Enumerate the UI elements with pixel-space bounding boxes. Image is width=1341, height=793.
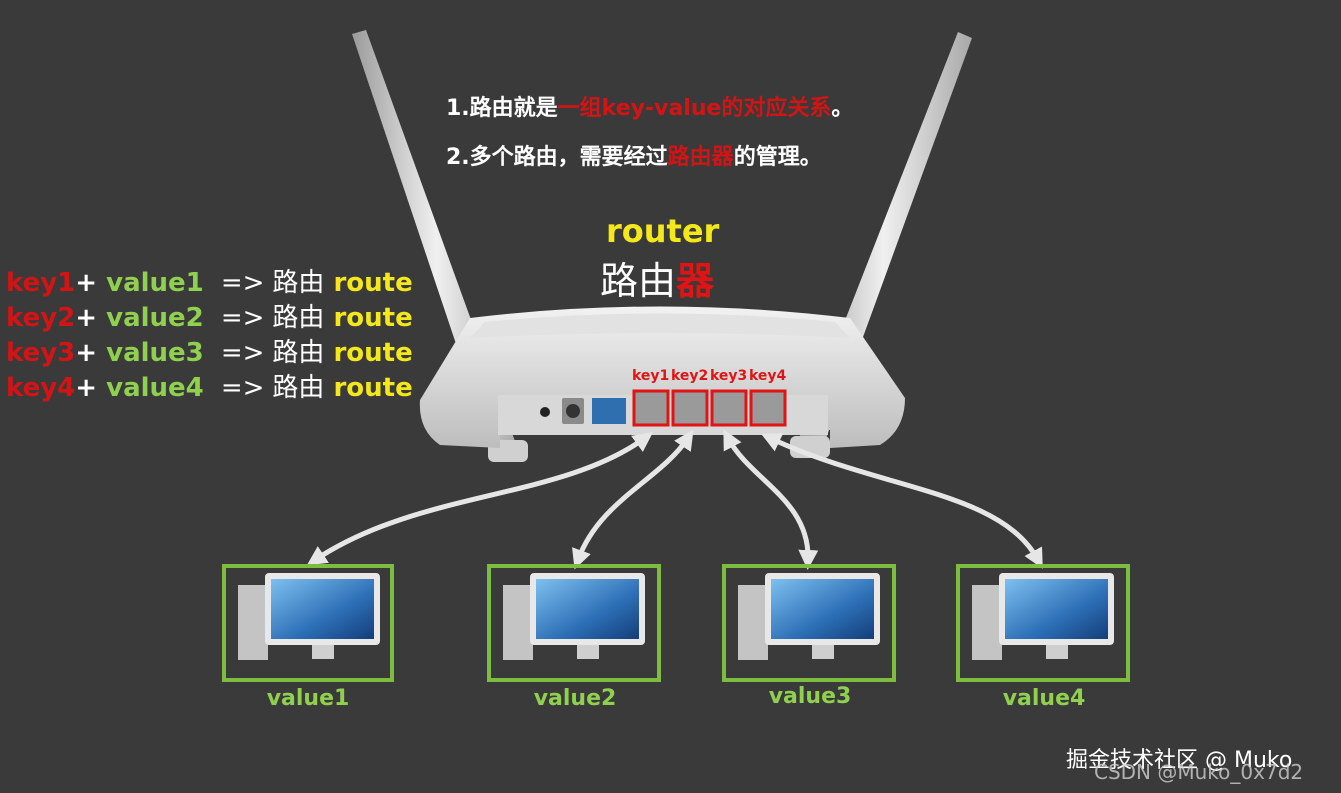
arrow-icon <box>306 429 1043 570</box>
mapping-value: value1 <box>106 268 204 298</box>
mapping-plus: + <box>75 338 98 368</box>
mapping-row: key4+ value4 =>路由 route <box>6 371 413 406</box>
port-label-key1: key1 <box>632 368 670 384</box>
mapping-route: route <box>333 373 413 403</box>
header-line-1-prefix: 1.路由就是 <box>446 96 558 121</box>
mapping-key: key2 <box>6 303 76 333</box>
port-label-key3: key3 <box>710 368 748 384</box>
computer-icon <box>956 564 1130 682</box>
computer-label-value3: value3 <box>768 684 852 709</box>
watermark-juejin: 掘金技术社区 @ Muko <box>1066 748 1293 773</box>
mapping-route: route <box>333 268 413 298</box>
header-line-1-highlight: 一组key-value的对应关系 <box>557 96 832 121</box>
port-label-key2: key2 <box>671 368 709 384</box>
mapping-list: key1+ value1 =>路由 route key2+ value2 =>路… <box>6 266 413 406</box>
router-title: router <box>606 212 720 250</box>
computer-icon <box>222 564 394 682</box>
mapping-plus: + <box>75 268 98 298</box>
computer-icon <box>722 564 896 682</box>
port-label-key4: key4 <box>749 368 787 384</box>
mapping-value: value2 <box>106 303 204 333</box>
mapping-value: value4 <box>106 373 204 403</box>
mapping-value: value3 <box>106 338 204 368</box>
mapping-route: route <box>333 303 413 333</box>
computer-label-value4: value4 <box>1002 686 1086 711</box>
header-line-1-suffix: 。 <box>831 96 854 121</box>
mapping-row: key1+ value1 =>路由 route <box>6 266 413 301</box>
mapping-cn: 路由 <box>272 303 325 333</box>
header-line-2-suffix: 的管理。 <box>733 145 822 170</box>
router-cn-prefix: 路由 <box>600 259 677 303</box>
mapping-arrow: => <box>220 268 265 298</box>
router-cn-highlight: 器 <box>676 259 715 303</box>
mapping-plus: + <box>75 303 98 333</box>
mapping-key: key1 <box>6 268 76 298</box>
mapping-arrow: => <box>220 303 265 333</box>
mapping-cn: 路由 <box>272 373 325 403</box>
mapping-row: key3+ value3 =>路由 route <box>6 336 413 371</box>
mapping-key: key4 <box>6 373 76 403</box>
mapping-cn: 路由 <box>272 338 325 368</box>
mapping-arrow: => <box>220 373 265 403</box>
computer-label-value2: value2 <box>533 686 617 711</box>
mapping-row: key2+ value2 =>路由 route <box>6 301 413 336</box>
header-line-2-prefix: 2.多个路由，需要经过 <box>446 145 668 170</box>
mapping-route: route <box>333 338 413 368</box>
watermark-csdn: CSDN @Muko_0x7d2 <box>1094 760 1304 784</box>
router-icon <box>419 306 905 448</box>
header-line-1: 1.路由就是一组key-value的对应关系。 <box>446 90 853 122</box>
mapping-cn: 路由 <box>272 268 325 298</box>
router-cn-label: 路由器 <box>600 250 714 305</box>
header-line-2-highlight: 路由器 <box>667 145 734 170</box>
computer-icon <box>487 564 661 682</box>
mapping-key: key3 <box>6 338 76 368</box>
mapping-plus: + <box>75 373 98 403</box>
mapping-arrow: => <box>220 338 265 368</box>
computer-label-value1: value1 <box>266 686 350 711</box>
header-line-2: 2.多个路由，需要经过路由器的管理。 <box>446 139 822 171</box>
